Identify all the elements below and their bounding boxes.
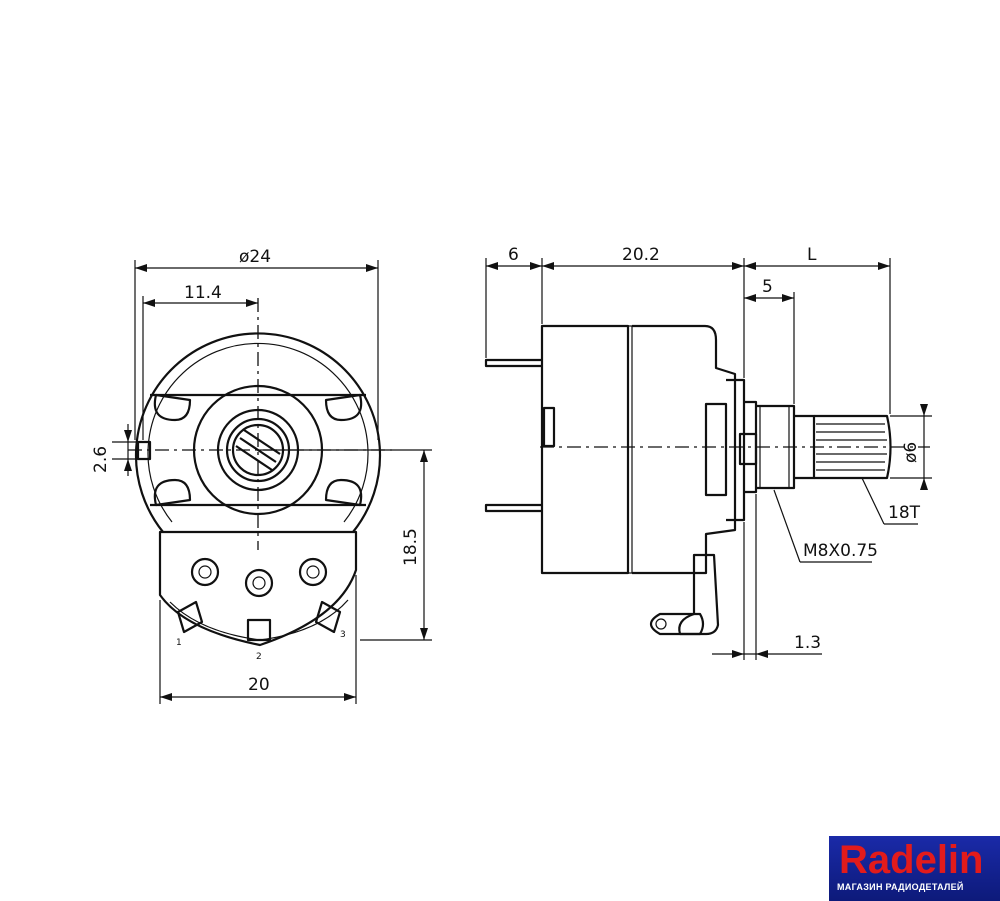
dim-slot-2-6: 2.6 [91,446,111,473]
dim-shaft-diameter-6: ø6 [901,442,921,463]
radelin-logo: Radelin МАГАЗИН РАДИОДЕТАЛЕЙ [829,836,1000,901]
dim-shaft-length-l: L [807,245,817,265]
logo-brand: Radelin [839,838,984,882]
pin-label-2: 2 [256,652,262,662]
dim-height-18-5: 18.5 [401,528,421,566]
logo-tagline: МАГАЗИН РАДИОДЕТАЛЕЙ [837,882,964,892]
dim-bushing-5: 5 [762,277,773,297]
dim-body-20-2: 20.2 [622,245,660,265]
dim-width-20: 20 [248,675,270,695]
dim-nut-1-3: 1.3 [794,633,821,653]
front-view: 1 2 3 ø24 11.4 2.6 18.5 [91,247,432,704]
pin-label-3: 3 [340,630,346,640]
dim-diameter-24: ø24 [239,247,271,267]
side-view: 6 20.2 L 5 ø6 18T M8X0.75 [484,245,932,660]
dim-thread-m8x0-75: M8X0.75 [803,541,878,561]
dim-offset-11-4: 11.4 [184,283,222,303]
dim-knurl-18t: 18T [888,503,921,523]
pin-label-1: 1 [176,638,182,648]
dim-pins-6: 6 [508,245,519,265]
